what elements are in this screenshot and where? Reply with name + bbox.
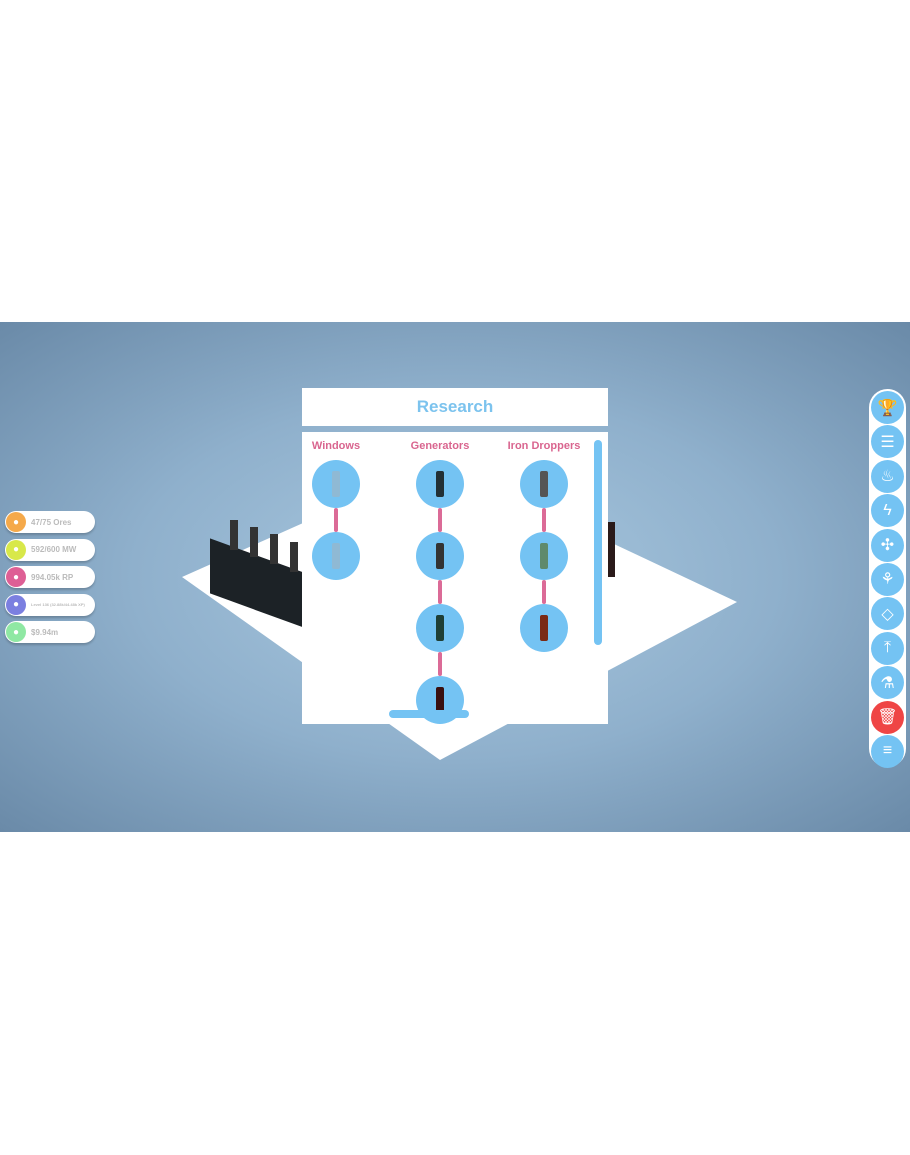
machine-icon xyxy=(540,471,548,497)
stat-flask: ● 994.05k RP xyxy=(5,566,95,588)
diamond-button[interactable]: ◇ xyxy=(871,597,904,631)
puzzle-icon: ✣ xyxy=(880,537,895,555)
machine-icon xyxy=(436,687,444,713)
lightning-button[interactable]: ϟ xyxy=(871,494,904,528)
tree-link xyxy=(542,580,546,604)
research-node[interactable] xyxy=(520,604,568,652)
diamond-icon: ◇ xyxy=(881,605,894,623)
research-column-generators: Generators xyxy=(390,440,490,724)
plant-icon: ⚘ xyxy=(880,571,895,589)
stat-value: 994.05k RP xyxy=(31,572,74,582)
stat-dollar: ● $9.94m xyxy=(5,621,95,643)
research-column-iron-droppers: Iron Droppers xyxy=(494,440,594,652)
machine-icon xyxy=(332,471,340,497)
trash-button[interactable]: 🗑 xyxy=(871,700,904,734)
tree-link xyxy=(438,508,442,532)
research-column-windows: Windows xyxy=(302,440,386,580)
horizontal-scrollbar[interactable] xyxy=(389,710,469,718)
puzzle-button[interactable]: ✣ xyxy=(871,528,904,562)
stat-ore: ● 47/75 Ores xyxy=(5,511,95,533)
stat-value: $9.94m xyxy=(31,627,59,637)
right-toolbar: 🏆 ☰ ♨ ϟ ✣ ⚘ ◇ ⤒ ⚗ 🗑 ≡ xyxy=(869,389,906,768)
flask-icon: ● xyxy=(6,567,26,587)
research-node[interactable] xyxy=(416,532,464,580)
upload-icon: ⤒ xyxy=(883,639,892,657)
fire-icon: ♨ xyxy=(880,468,895,486)
research-node[interactable] xyxy=(416,604,464,652)
stat-level-badge: ● Level 136 (32.88k/44.48k XP) xyxy=(5,593,95,616)
research-title: Research xyxy=(416,397,494,416)
column-title: Generators xyxy=(410,440,470,452)
machine-icon xyxy=(540,615,548,641)
lightning-icon: ϟ xyxy=(883,501,892,519)
machine-icon xyxy=(332,543,340,569)
trophy-button[interactable]: 🏆 xyxy=(871,391,904,424)
research-node[interactable] xyxy=(312,532,360,580)
vertical-scrollbar[interactable] xyxy=(594,440,602,645)
trophy-icon: 🏆 xyxy=(877,399,898,417)
column-title: Windows xyxy=(311,440,361,452)
research-node[interactable] xyxy=(312,460,360,508)
stat-value: 47/75 Ores xyxy=(31,517,72,527)
tree-link xyxy=(542,508,546,532)
stat-value: 592/600 MW xyxy=(31,545,77,554)
machine-icon xyxy=(436,615,444,641)
flask-button[interactable]: ⚗ xyxy=(871,666,904,700)
tree-link xyxy=(334,508,338,532)
plant-button[interactable]: ⚘ xyxy=(871,562,904,596)
menu-button[interactable]: ≡ xyxy=(871,734,904,768)
fire-button[interactable]: ♨ xyxy=(871,459,904,493)
machine-icon xyxy=(436,543,444,569)
conveyor-button[interactable]: ☰ xyxy=(871,425,904,459)
menu-icon: ≡ xyxy=(882,742,893,760)
stat-value: Level 136 (32.88k/44.48k XP) xyxy=(31,602,85,607)
research-tree-panel[interactable]: Windows Generators Iron Droppers xyxy=(302,432,608,724)
dollar-icon: ● xyxy=(6,622,26,642)
tree-link xyxy=(438,580,442,604)
game-viewport[interactable]: ● 47/75 Ores ● 592/600 MW ● 994.05k RP ● Level … xyxy=(0,322,910,832)
lightning-icon: ● xyxy=(6,539,26,560)
machine-icon xyxy=(436,471,444,497)
level-badge-icon: ● xyxy=(6,594,26,615)
stat-lightning: ● 592/600 MW xyxy=(5,538,95,561)
trash-icon: 🗑 xyxy=(877,709,898,727)
research-header: Research xyxy=(302,388,608,426)
column-title: Iron Droppers xyxy=(507,440,581,452)
conveyor-icon: ☰ xyxy=(880,433,895,451)
tree-link xyxy=(438,652,442,676)
research-node[interactable] xyxy=(520,460,568,508)
flask-icon: ⚗ xyxy=(880,674,895,692)
ore-icon: ● xyxy=(6,512,26,532)
research-node[interactable] xyxy=(416,460,464,508)
machine-icon xyxy=(540,543,548,569)
research-node[interactable] xyxy=(520,532,568,580)
upload-button[interactable]: ⤒ xyxy=(871,631,904,665)
